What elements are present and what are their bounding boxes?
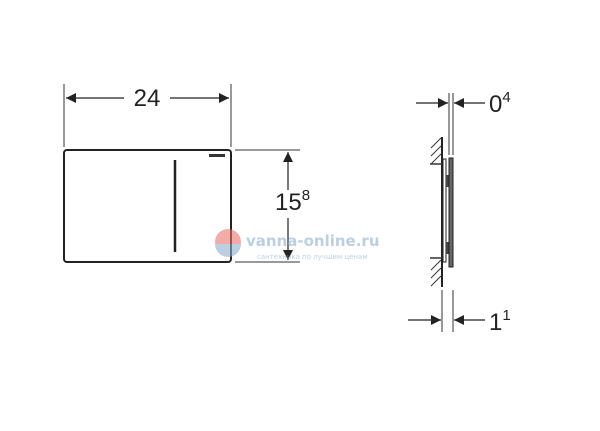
- frame-thickness-label: 11: [489, 307, 511, 336]
- brand-logo-icon: [209, 154, 225, 157]
- width-label: 24: [134, 85, 161, 112]
- watermark-tagline: сантехника по лучшим ценам: [257, 253, 368, 261]
- side-view: 04 11: [408, 89, 511, 336]
- watermark-site: vanna-online.ru: [246, 232, 380, 250]
- mounting-frame: [442, 158, 447, 263]
- flush-plate-side: [448, 157, 454, 268]
- plate-thickness-label: 04: [489, 89, 511, 118]
- front-view: 24 158: [63, 84, 310, 263]
- height-label: 158: [275, 187, 310, 216]
- watermark: vanna-online.ru сантехника по лучшим цен…: [215, 229, 380, 261]
- flush-plate: [63, 149, 232, 263]
